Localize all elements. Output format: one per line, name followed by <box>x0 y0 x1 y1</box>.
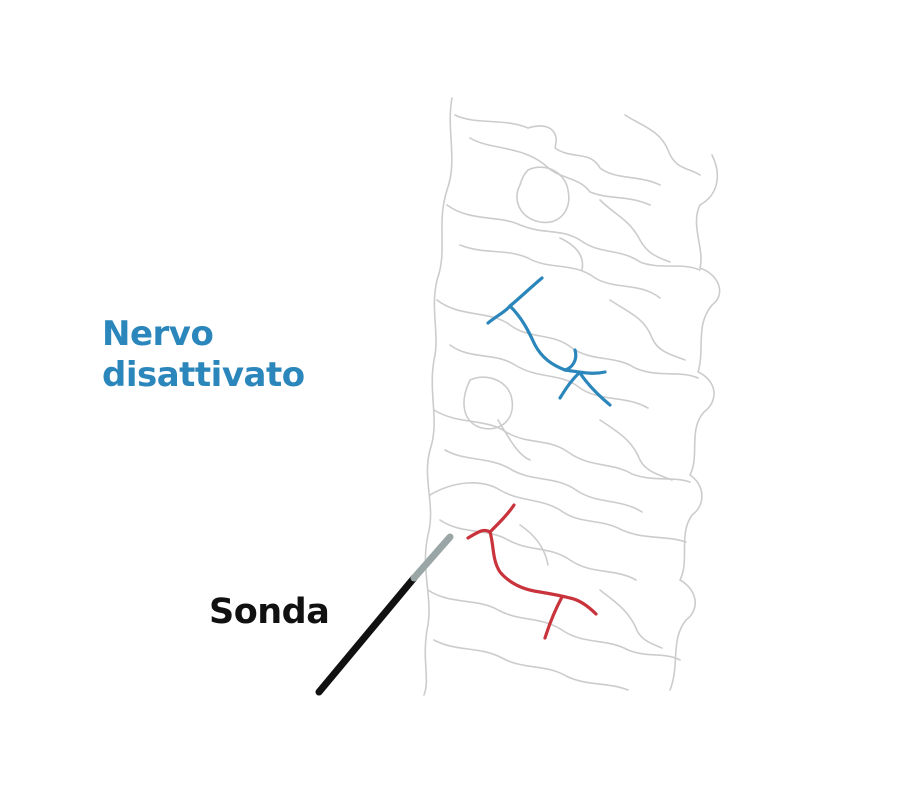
active-nerve-icon <box>466 503 598 640</box>
probe-label: Sonda <box>209 592 330 632</box>
deactivated-nerve-icon <box>486 276 612 407</box>
deactivated-nerve-label-text: Nervo disattivato <box>102 314 305 395</box>
probe-icon <box>315 533 454 696</box>
cervical-spine-icon <box>423 97 721 696</box>
deactivated-nerve-label: Nervo disattivato <box>102 314 317 396</box>
